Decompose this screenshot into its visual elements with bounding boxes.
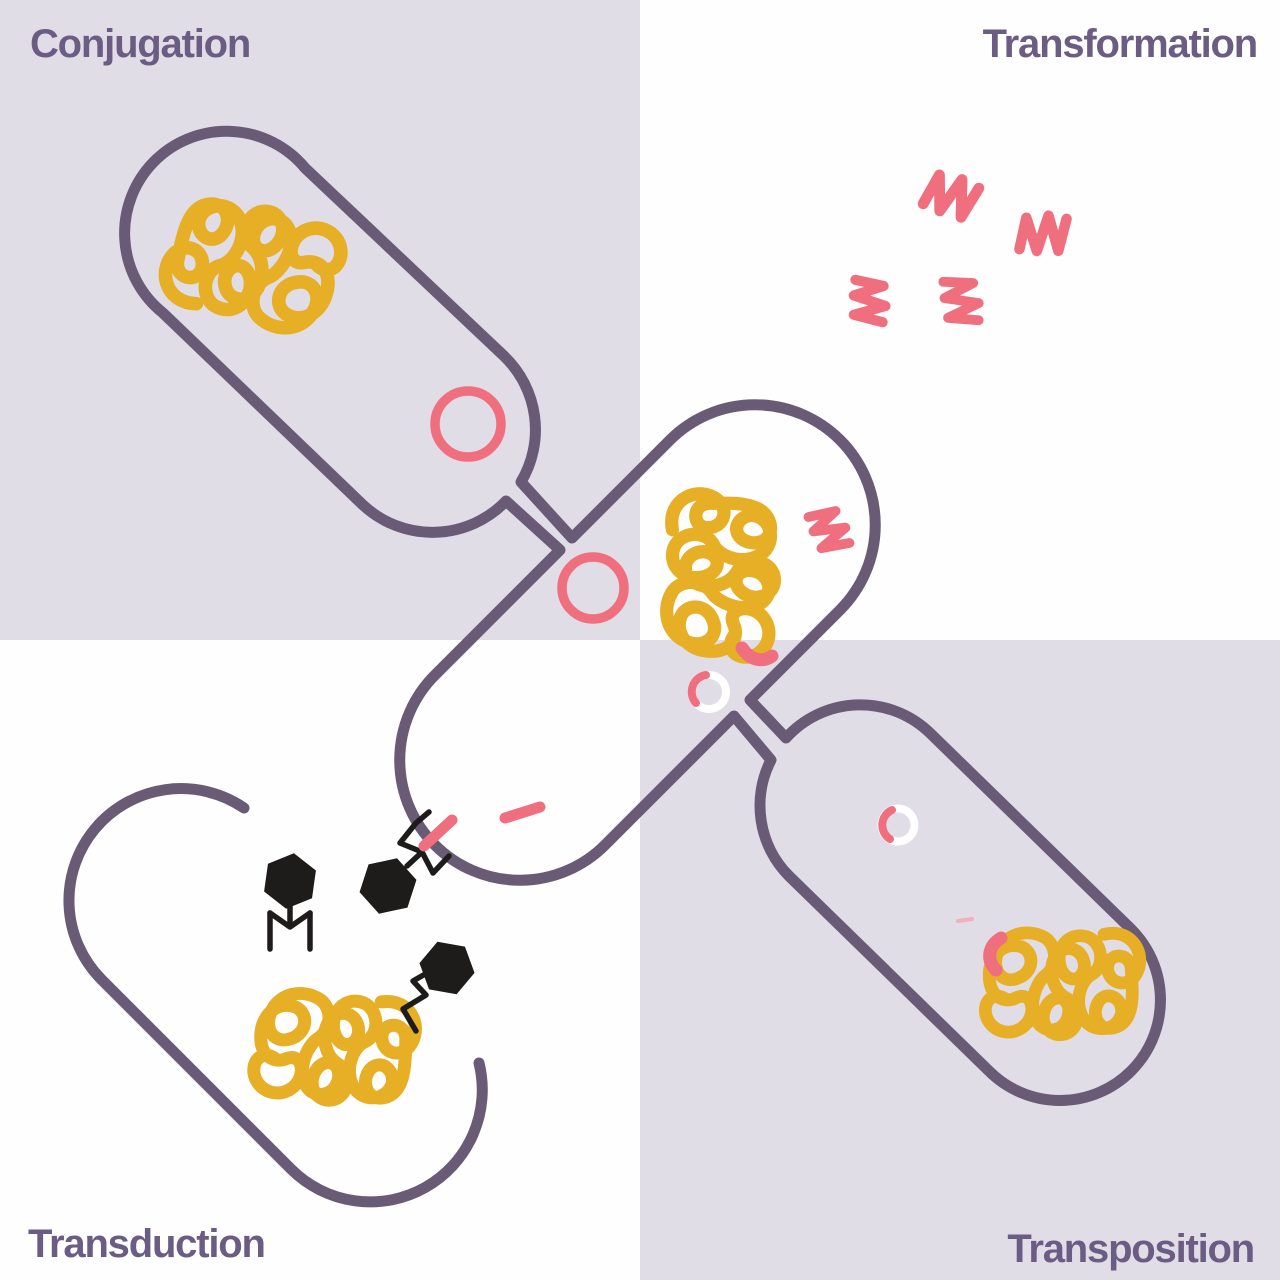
- quadrant-transduction-bg: [0, 640, 640, 1280]
- dna-fragment-dash: [499, 801, 546, 824]
- plasmid-ring-conjugation-transferred: [557, 552, 629, 624]
- transposon-plasmid-transposition: [877, 804, 919, 846]
- quadrant-transposition-bg: [640, 640, 1280, 1280]
- dna-fragment-injected: [418, 814, 458, 852]
- label-transposition: Transposition: [1007, 1227, 1254, 1271]
- quadrant-conjugation-bg: [0, 0, 640, 640]
- integrated-dna-segment-center: [735, 641, 779, 667]
- plasmid-ring-conjugation-donor: [430, 386, 506, 462]
- bacteriophage-free-1: [262, 849, 318, 952]
- label-transduction: Transduction: [28, 1222, 265, 1266]
- integrated-dna-segment-transposition: [983, 931, 1008, 977]
- bacteriophage-attached: [355, 809, 452, 922]
- transposon-plasmid-center: [687, 671, 730, 713]
- lysed-bacterium-membrane: [63, 783, 488, 1208]
- bacterium-cells-connected-membrane: [119, 125, 1166, 1106]
- bacteriophage-free-2: [400, 933, 480, 1034]
- label-transformation: Transformation: [983, 22, 1257, 66]
- dna-fragment-dash-faint: [956, 917, 974, 923]
- label-conjugation: Conjugation: [30, 22, 250, 66]
